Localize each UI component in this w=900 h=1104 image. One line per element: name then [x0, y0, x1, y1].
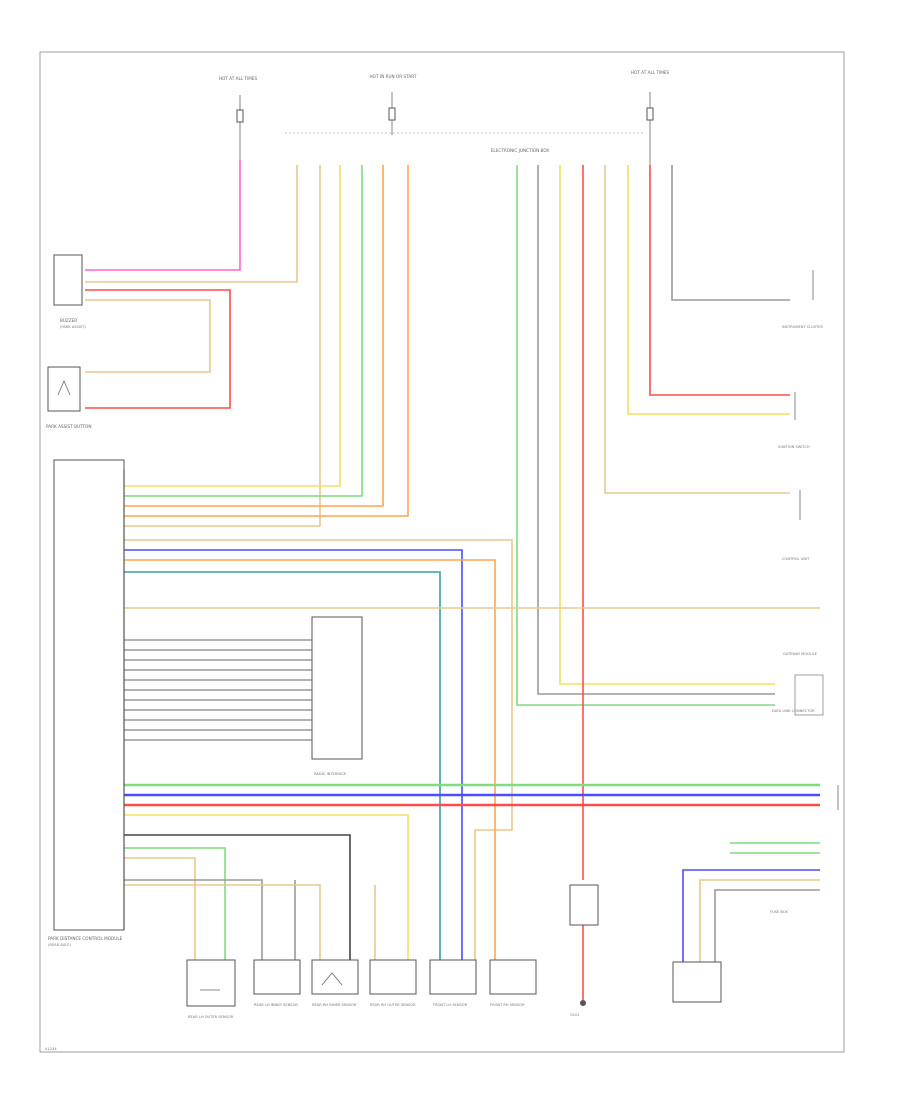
gateway-box — [672, 961, 722, 1003]
wire-black-s1 — [124, 834, 351, 960]
footer-code: A1234 — [45, 1047, 57, 1051]
wire-tan-r1 — [604, 165, 790, 494]
sensor-rear-lh-outer-label: REAR LH OUTER SENSOR — [188, 1015, 234, 1019]
buzzer: BUZZER (PARK ASSIST) — [53, 254, 86, 329]
wire-red-buzzer-2 — [85, 289, 231, 409]
fuse-right — [646, 92, 654, 165]
sensor-rear-rh-inner-label: REAR RH INNER SENSOR — [312, 1003, 357, 1007]
wire-grey-r1 — [537, 165, 775, 695]
wire-grey-s2 — [124, 879, 263, 960]
fuse-right-label: HOT AT ALL TIMES — [631, 70, 670, 75]
wire-pink-buzzer — [85, 160, 241, 271]
dlc-label: DATA LINK CONNECTOR — [772, 709, 815, 713]
diagram-border — [39, 51, 845, 1053]
ground: G101 — [570, 1000, 586, 1017]
fuse-left-label: HOT AT ALL TIMES — [219, 76, 258, 81]
bus-label: ELECTRONIC JUNCTION BOX — [491, 148, 550, 153]
wire-red-r2 — [649, 165, 790, 396]
wire-yellow-1 — [124, 165, 341, 487]
buzzer-sublabel: (PARK ASSIST) — [60, 325, 86, 329]
park-distance-control-module: PARK DISTANCE CONTROL MODULE (REAR AXLE) — [48, 459, 125, 947]
ground-label: G101 — [570, 1013, 580, 1017]
wire-tan-long — [124, 539, 513, 960]
wire-tan-s1 — [124, 857, 196, 960]
sensor-rear-rh-inner: REAR RH INNER SENSOR — [311, 959, 359, 1007]
right-connectors — [794, 270, 839, 810]
fuse-left — [236, 95, 244, 160]
module-label: PARK DISTANCE CONTROL MODULE — [48, 936, 123, 941]
wire-green-1 — [124, 165, 363, 497]
fuse-box-ref-label: FUSE BOX — [770, 910, 788, 914]
wire-yellow-bus — [124, 814, 409, 960]
sensor-rear-lh-inner: REAR LH INNER SENSOR — [253, 959, 301, 1007]
ignition-label: IGNITION SWITCH — [778, 445, 810, 449]
wire-grey-r2 — [671, 165, 790, 301]
control-unit-label: CONTROL UNIT — [782, 557, 810, 561]
wire-yellow-r1 — [559, 165, 775, 685]
button-label: PARK ASSIST BUTTON — [46, 424, 91, 429]
wires — [85, 160, 820, 1000]
sensor-rear-lh-outer: REAR LH OUTER SENSOR — [186, 959, 236, 1019]
sensor-front-rh: FRONT RH SENSOR — [489, 959, 537, 1007]
sensor-front-lh-label: FRONT LH SENSOR — [433, 1003, 468, 1007]
wire-green-r1 — [516, 165, 775, 706]
wire-blue-1 — [124, 549, 463, 960]
instrument-label: INSTRUMENT CLUSTER — [782, 325, 823, 329]
wire-grey-gw — [714, 889, 820, 962]
sensor-rear-rh-outer: REAR RH OUTER SENSOR — [369, 959, 417, 1007]
wire-orange-1 — [124, 165, 384, 507]
wire-teal-1 — [124, 571, 441, 960]
wire-tan-1 — [124, 165, 321, 527]
radio-interface-box: RADIO INTERFACE — [311, 616, 363, 776]
gateway-label: GATEWAY MODULE — [783, 652, 818, 656]
wire-tan-gw — [699, 879, 820, 962]
wire-orange-2 — [124, 559, 496, 960]
buzzer-label: BUZZER — [60, 318, 77, 323]
wire-red-1 — [124, 165, 409, 517]
sensor-rear-rh-outer-label: REAR RH OUTER SENSOR — [370, 1003, 416, 1007]
wire-yellow-r2 — [627, 165, 790, 415]
wire-tan-buzzer — [85, 165, 298, 283]
interface-label: RADIO INTERFACE — [314, 772, 347, 776]
relay-box — [569, 884, 599, 926]
wire-blue-gw — [682, 869, 820, 962]
wire-tan-s4 — [124, 884, 321, 960]
wire-green-s1 — [124, 847, 226, 960]
wire-tan-button — [85, 299, 211, 373]
fuse-mid-label: HOT IN RUN OR START — [370, 74, 417, 79]
sensor-front-lh: FRONT LH SENSOR — [429, 959, 477, 1007]
park-assist-button: PARK ASSIST BUTTON — [46, 366, 91, 429]
fuse-mid — [388, 92, 396, 135]
sensor-front-rh-label: FRONT RH SENSOR — [490, 1003, 525, 1007]
sensor-rear-lh-inner-label: REAR LH INNER SENSOR — [254, 1003, 298, 1007]
module-sublabel: (REAR AXLE) — [48, 943, 71, 947]
